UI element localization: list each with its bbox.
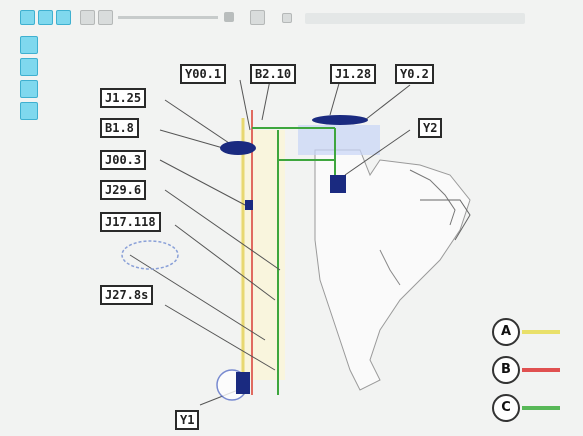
draw-icon[interactable] [20,80,38,98]
legend-item-a[interactable]: A [492,318,572,348]
map-label[interactable]: J1.28 [330,64,377,84]
coastline [314,149,471,391]
layers-icon[interactable] [80,10,95,25]
dashed-region [121,240,179,270]
measure-icon[interactable] [20,58,38,76]
print-icon[interactable] [20,102,38,120]
map-label[interactable]: J00.3 [100,150,147,170]
map-button-3[interactable] [56,10,71,25]
legend-swatch [522,406,560,410]
legend-swatch [522,330,560,334]
legend-item-b[interactable]: B [492,356,572,386]
map-label[interactable]: J1.25 [100,88,147,108]
zoom-slider-handle[interactable] [224,12,234,22]
map-label[interactable]: Y1 [175,410,200,430]
coastline-detail [420,199,471,241]
pan-icon[interactable] [20,36,38,54]
grid-icon[interactable] [98,10,113,25]
zoom-slider[interactable] [118,16,218,19]
legend-swatch [522,368,560,372]
side-toolbar [18,36,40,124]
map-label[interactable]: Y2 [418,118,443,138]
legend-item-c[interactable]: C [492,394,572,424]
legend-letter: C [492,394,520,422]
map-label[interactable]: Y0.2 [395,64,434,84]
map-toolbar [0,0,583,38]
map-button-2[interactable] [38,10,53,25]
fullscreen-icon[interactable] [250,10,265,25]
search-icon[interactable] [282,13,292,23]
map-label[interactable]: J29.6 [100,180,147,200]
coastline-detail [409,169,456,226]
map-button-1[interactable] [20,10,35,25]
highlight-region [298,125,380,155]
map-label[interactable]: J27.8s [100,285,154,305]
map-label[interactable]: Y00.1 [180,64,227,84]
legend-letter: B [492,356,520,384]
coastline-detail [379,249,401,286]
map-markers [220,115,368,394]
legend-letter: A [492,318,520,346]
map-label[interactable]: J17.118 [100,212,161,232]
leader-lines [129,79,411,406]
map-label[interactable]: B2.10 [250,64,297,84]
search-input[interactable] [305,13,525,24]
map-label[interactable]: B1.8 [100,118,139,138]
